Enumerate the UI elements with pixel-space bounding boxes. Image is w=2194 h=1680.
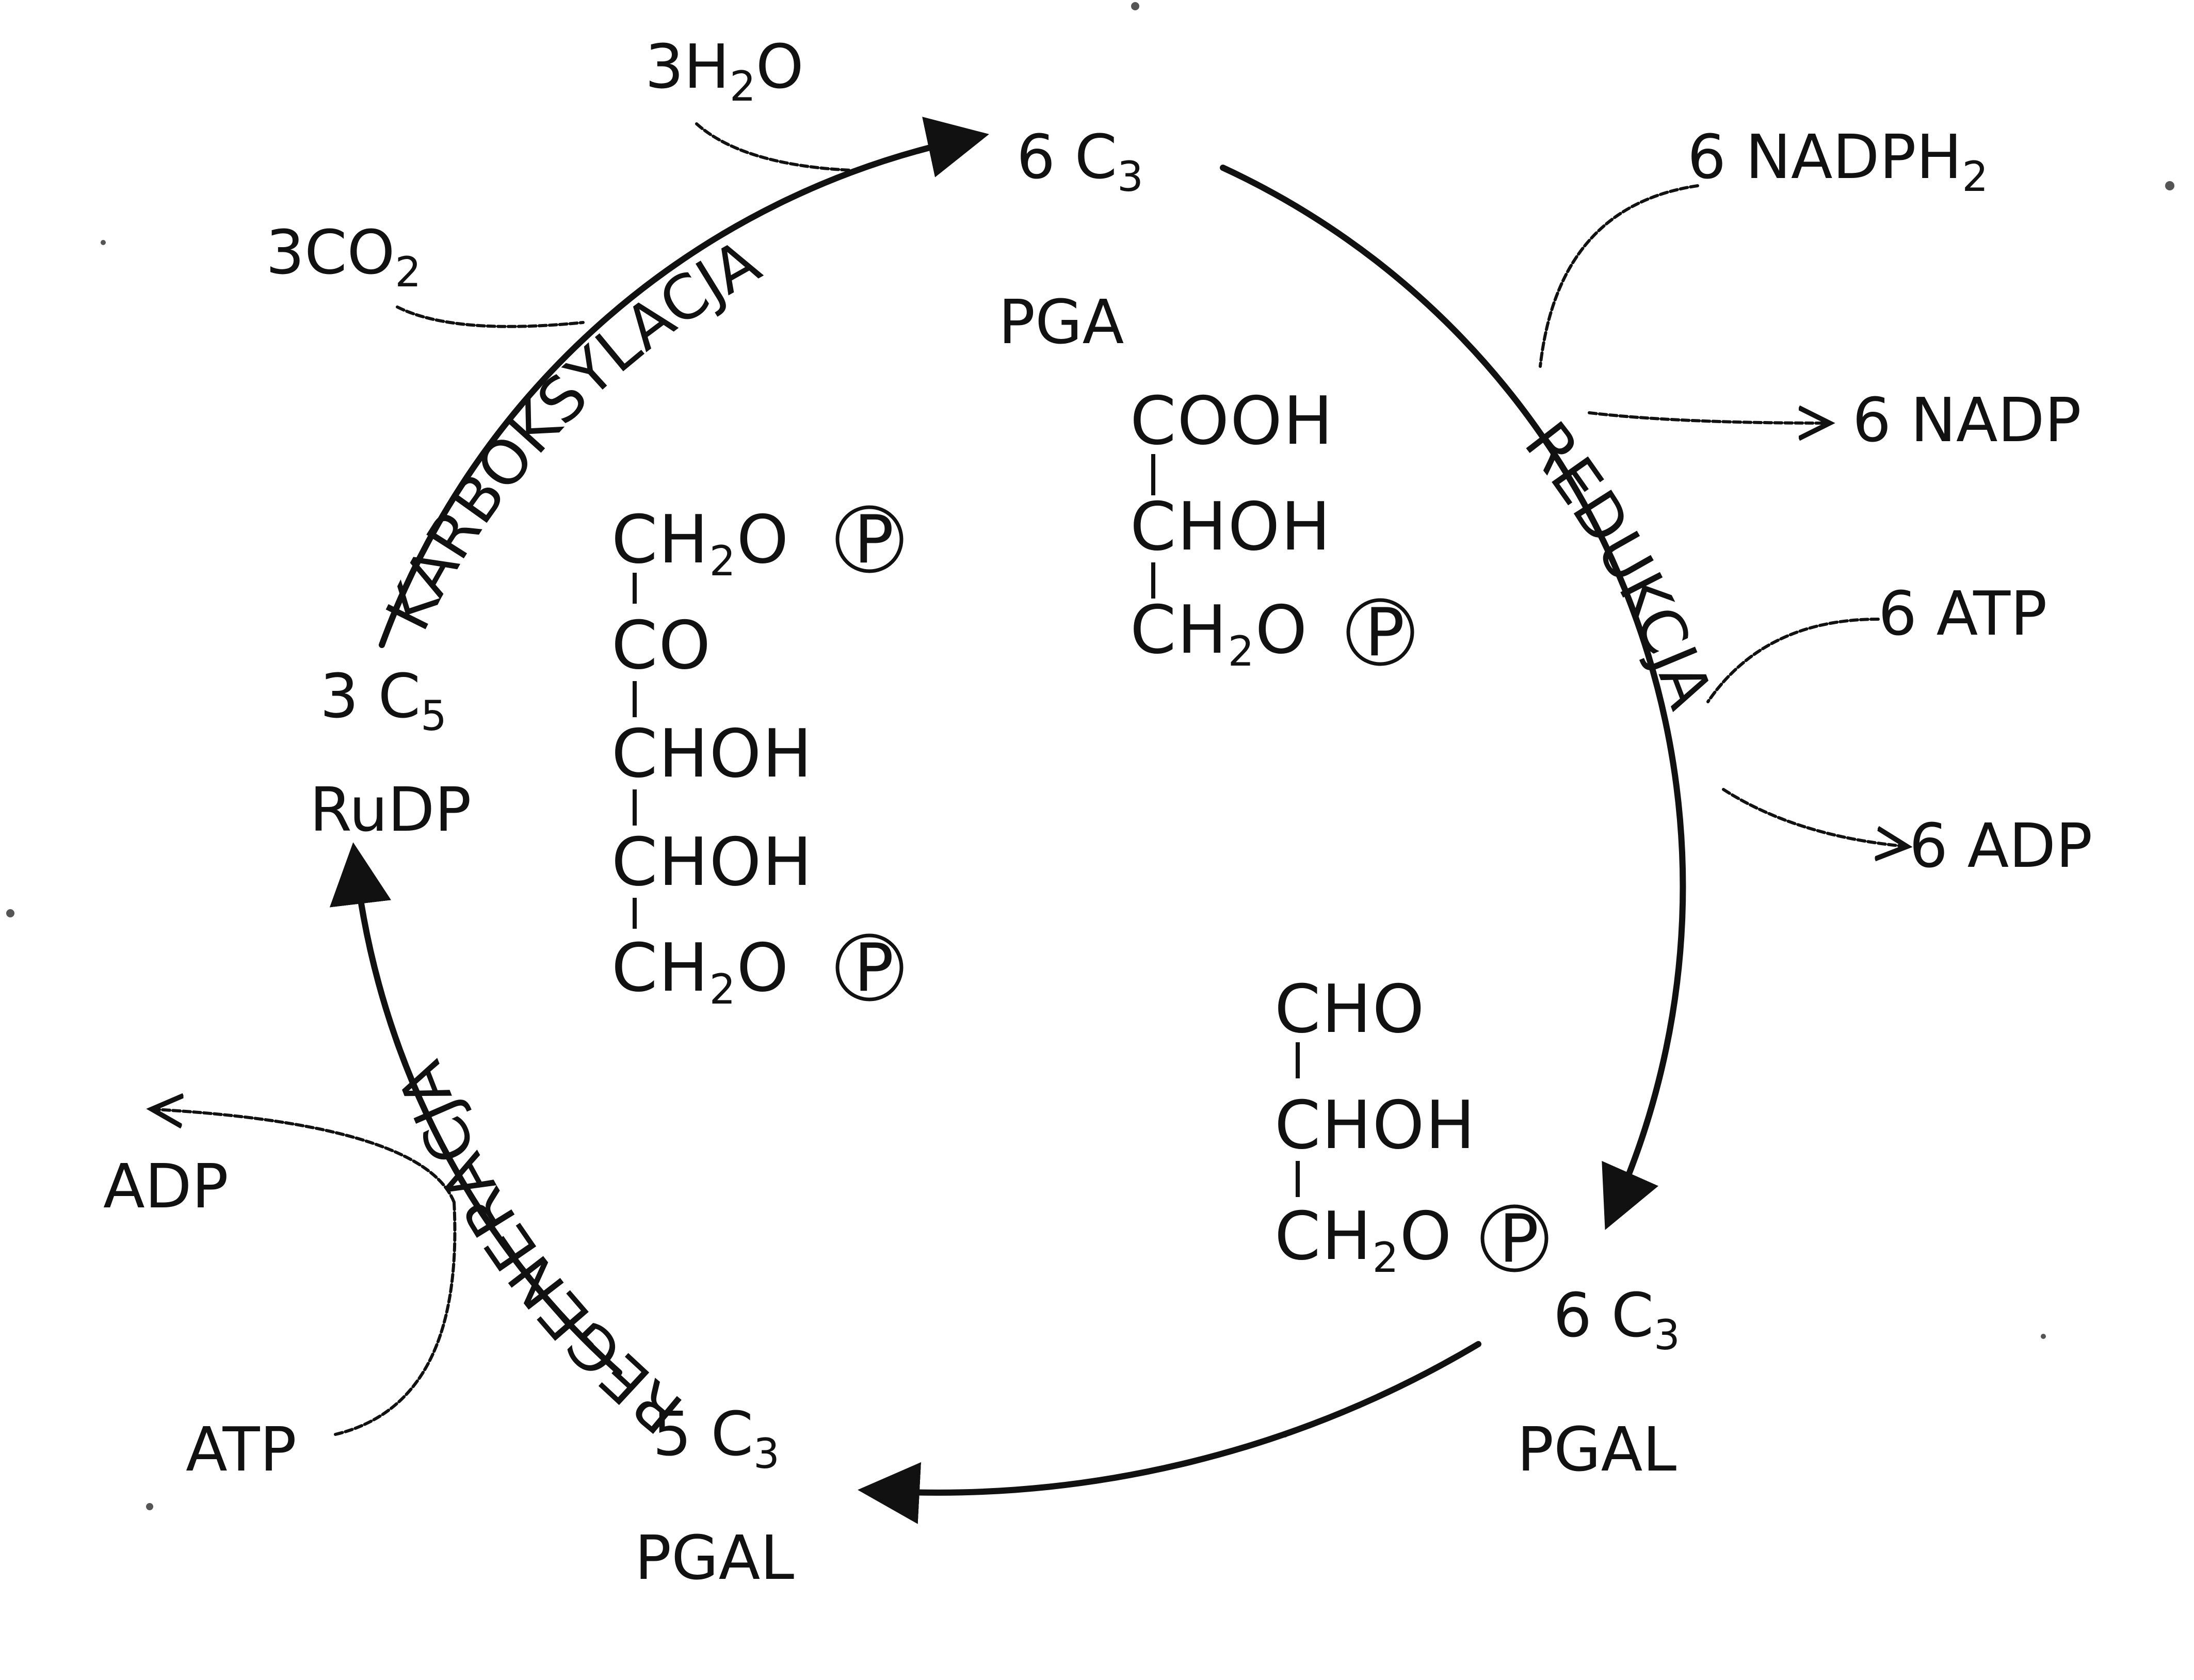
adp-output-arrow	[155, 1109, 456, 1204]
atp-label: ATP	[186, 1414, 297, 1485]
co2-label: 3CO2	[266, 217, 421, 296]
stage-label-regeneration: REGENERACJA	[384, 1052, 695, 1447]
rudp-choh-1: CHOH	[611, 716, 813, 793]
pgal6-name-label: PGAL	[1517, 1414, 1676, 1485]
pgal-transfer-arc	[858, 1341, 1481, 1524]
pgal5-count-label: 5 C3	[653, 1398, 780, 1478]
pgal-choh: CHOH	[1275, 1087, 1476, 1164]
pga-count-label: 6 C3	[1017, 121, 1143, 201]
nadph-input-arrow	[1539, 184, 1699, 368]
pgal5-name-label: PGAL	[635, 1522, 794, 1593]
rudp-choh-2: CHOH	[611, 824, 813, 901]
adp6-output-arrow	[1722, 788, 1904, 846]
water-label: 3H2O	[645, 31, 804, 110]
pgal-structure: CHO CHOH CH2O P	[1275, 971, 1548, 1282]
regeneration-arc	[329, 842, 622, 1376]
nadph-label: 6 NADPH2	[1687, 121, 1988, 201]
water-input-arrow	[695, 122, 853, 172]
atp6-label: 6 ATP	[1878, 578, 2047, 649]
rudp-name-label: RuDP	[310, 774, 472, 845]
rudp-ch2op-top: CH2O	[611, 502, 789, 585]
side-arrows	[155, 122, 1904, 1436]
pgal-cho: CHO	[1275, 971, 1425, 1048]
pga-structure: COOH CHOH CH2O P	[1130, 383, 1414, 675]
rudp-ch2op-bottom: CH2O	[611, 930, 789, 1013]
cycle-arcs	[329, 117, 1686, 1524]
adp6-label: 6 ADP	[1909, 810, 2092, 881]
rudp-structure: CH2O P CO CHOH CHOH CH2O P	[611, 502, 904, 1013]
nadp-label: 6 NADP	[1852, 384, 2082, 456]
nadp-output-arrow	[1588, 413, 1827, 423]
co2-input-arrow	[396, 305, 585, 328]
phosphate-symbol: P	[1499, 1201, 1540, 1278]
phosphate-symbol: P	[1365, 594, 1406, 671]
atp6-input-arrow	[1706, 618, 1880, 703]
adp-label: ADP	[103, 1151, 229, 1222]
pga-ch2op: CH2O	[1130, 592, 1308, 675]
pgal6-count-label: 6 C3	[1553, 1280, 1680, 1359]
stage-label-reduction: REDUKCJA	[1511, 409, 1726, 718]
pga-name-label: PGA	[998, 286, 1124, 358]
pgal-ch2op: CH2O	[1275, 1198, 1453, 1282]
phosphate-symbol: P	[854, 502, 895, 578]
reduction-arc	[1220, 165, 1686, 1230]
rudp-co: CO	[611, 607, 712, 684]
pga-choh: CHOH	[1130, 489, 1332, 566]
phosphate-symbol: P	[854, 930, 895, 1007]
atp-input-arrow	[334, 1201, 457, 1436]
carboxylation-arc	[379, 117, 989, 648]
pga-cooh: COOH	[1130, 383, 1334, 460]
rudp-count-label: 3 C5	[320, 660, 447, 740]
